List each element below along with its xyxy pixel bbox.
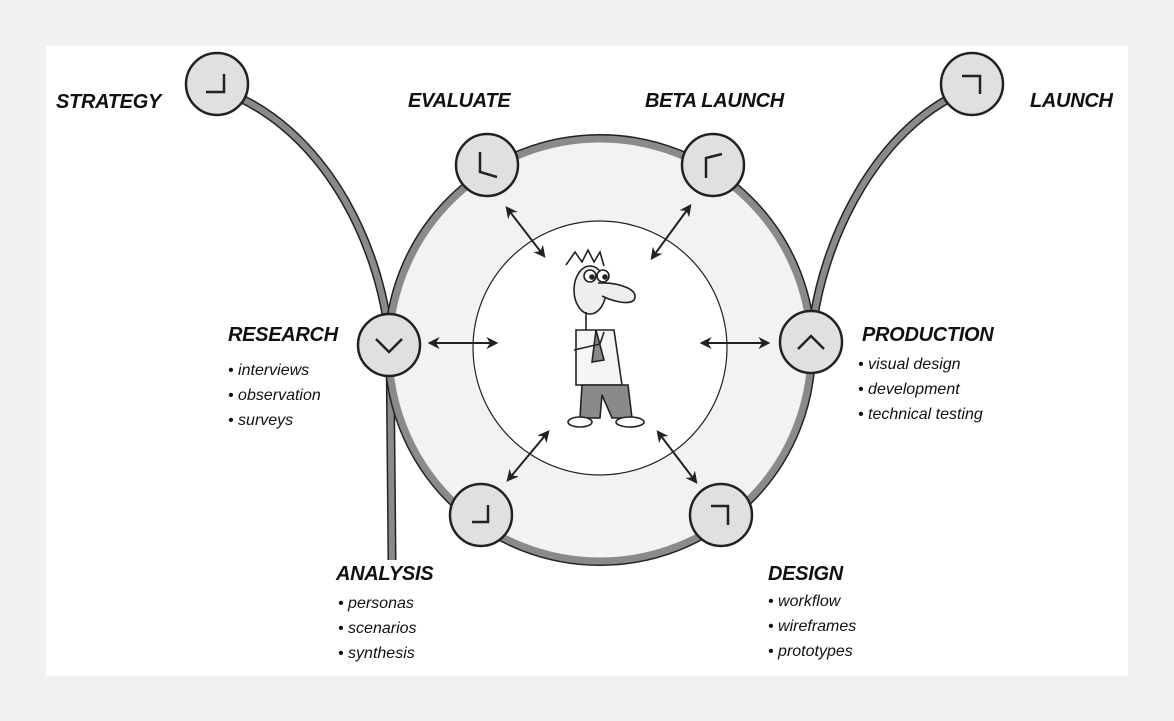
- analysis-item: • personas: [338, 595, 414, 612]
- arrow-beta-launch: [650, 204, 692, 260]
- evaluate-node: [454, 132, 520, 198]
- design-title: DESIGN: [768, 563, 844, 585]
- launch-title: LAUNCH: [1030, 90, 1113, 112]
- research-item: • observation: [228, 387, 321, 404]
- arrow-design: [656, 430, 698, 484]
- production-title: PRODUCTION: [862, 324, 994, 346]
- launch-node: [939, 51, 1005, 117]
- research-item: • interviews: [228, 362, 309, 379]
- research-title: RESEARCH: [228, 324, 339, 346]
- research-node: [356, 312, 422, 378]
- launch-curve: [806, 93, 955, 343]
- strategy-title: STRATEGY: [56, 91, 163, 113]
- production-node: [778, 309, 844, 375]
- research-item: • surveys: [228, 412, 293, 429]
- production-item: • visual design: [858, 356, 961, 373]
- design-item: • prototypes: [768, 643, 853, 660]
- design-item: • wireframes: [768, 618, 856, 635]
- production-item: • technical testing: [858, 406, 983, 423]
- analysis-item: • synthesis: [338, 645, 415, 662]
- connection-arrows: [427, 204, 771, 484]
- design-node: [688, 482, 754, 548]
- design-item: • workflow: [768, 593, 842, 610]
- analysis-node: [448, 482, 514, 548]
- arrow-evaluate: [505, 206, 546, 258]
- beta-launch-node: [680, 132, 746, 198]
- analysis-item: • scenarios: [338, 620, 417, 637]
- thinking-person-illustration: [565, 248, 645, 428]
- arrow-analysis: [506, 430, 550, 482]
- analysis-title: ANALYSIS: [335, 563, 434, 585]
- strategy-node: [184, 51, 250, 117]
- evaluate-title: EVALUATE: [408, 90, 511, 112]
- production-item: • development: [858, 381, 960, 398]
- beta-launch-title: BETA LAUNCH: [645, 90, 785, 112]
